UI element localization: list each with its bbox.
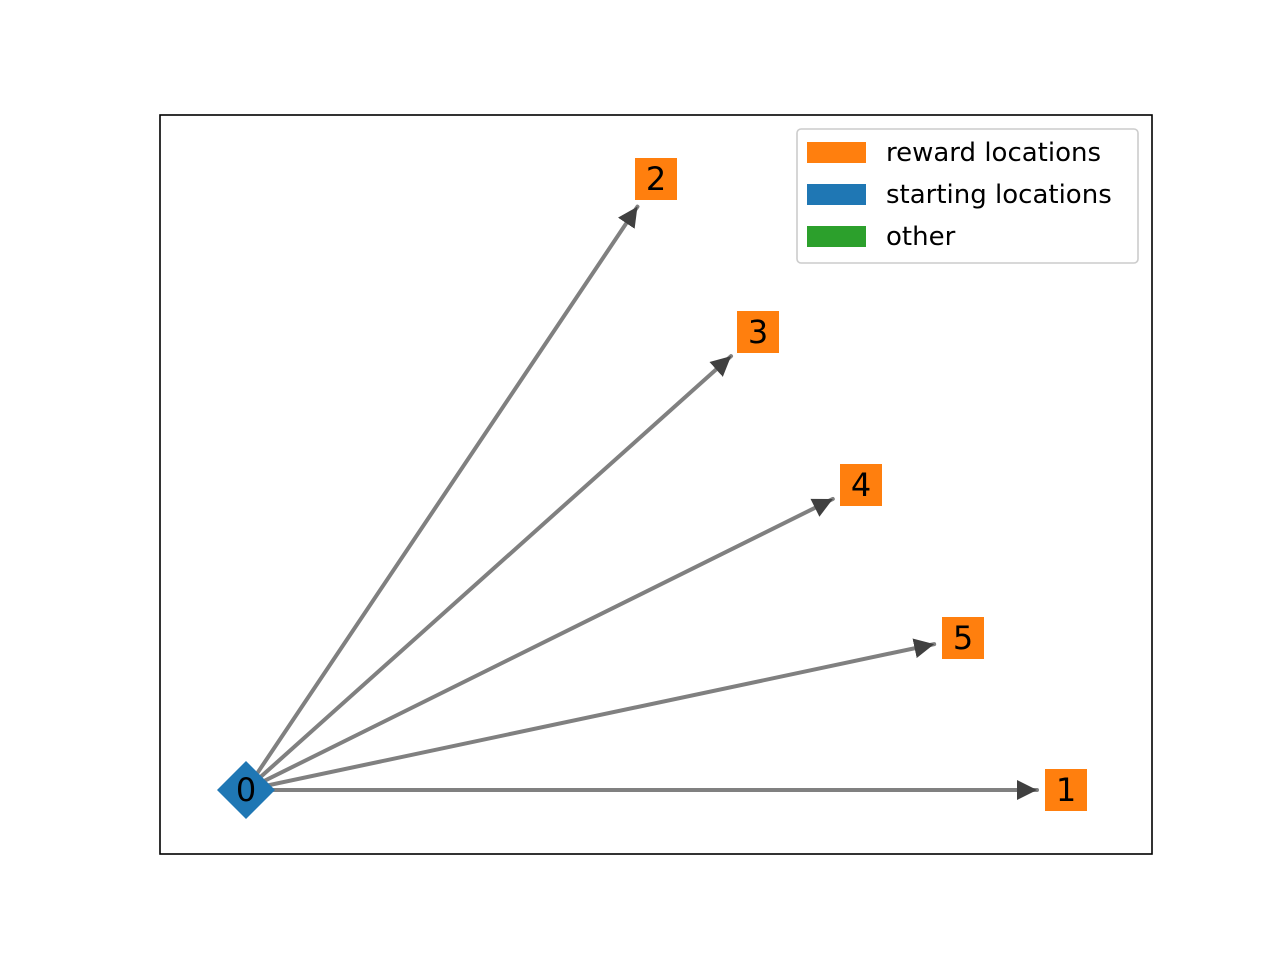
node-1-label: 1	[1056, 771, 1076, 809]
nodes: 0 1 2 3 4 5	[217, 158, 1087, 819]
node-2-square	[635, 158, 677, 200]
legend-label-other: other	[886, 222, 956, 252]
node-5: 5	[942, 617, 984, 659]
node-2: 2	[635, 158, 677, 200]
legend-box	[796, 128, 1139, 264]
legend-label-reward: reward locations	[886, 138, 1101, 168]
node-3: 3	[737, 311, 779, 353]
node-0: 0	[217, 761, 275, 819]
node-3-label: 3	[748, 313, 768, 351]
legend-swatch-starting	[807, 184, 866, 205]
legend: reward locations starting locations othe…	[796, 128, 1139, 264]
legend-swatch-reward	[807, 142, 866, 163]
node-4-label: 4	[851, 466, 871, 504]
node-1: 1	[1045, 769, 1087, 811]
edges	[245, 204, 1039, 800]
node-0-label: 0	[236, 771, 256, 809]
node-0-diamond	[217, 761, 275, 819]
node-5-label: 5	[953, 619, 973, 657]
node-3-square	[737, 311, 779, 353]
node-4: 4	[840, 464, 882, 506]
edge-0-5	[250, 638, 937, 791]
edge-0-3	[245, 354, 734, 791]
node-5-square	[942, 617, 984, 659]
node-4-square	[840, 464, 882, 506]
node-2-label: 2	[646, 160, 666, 198]
legend-label-starting: starting locations	[886, 180, 1112, 210]
edge-0-4	[247, 496, 835, 791]
node-1-square	[1045, 769, 1087, 811]
edge-0-2	[245, 204, 640, 790]
legend-swatch-other	[807, 226, 866, 247]
